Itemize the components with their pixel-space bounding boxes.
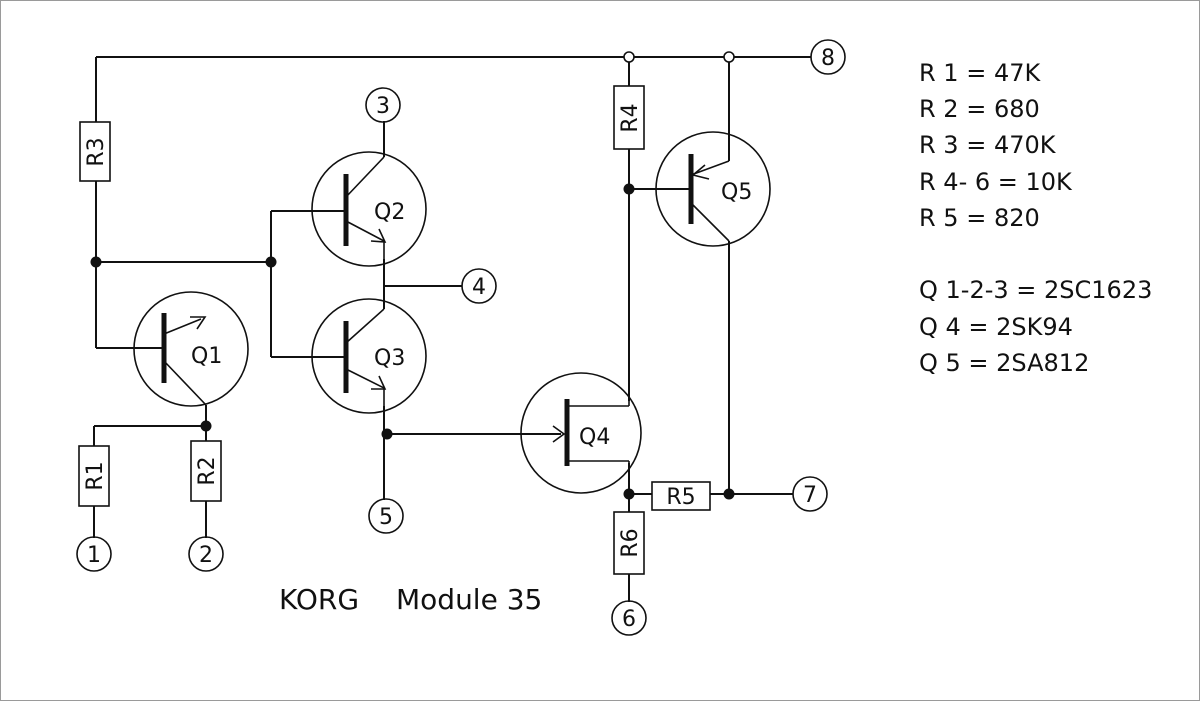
value-line: R 3 = 470K [919, 131, 1057, 159]
junction-dots [90, 183, 735, 500]
terminal-8: 8 [810, 39, 846, 75]
value-line: R 4- 6 = 10K [919, 168, 1073, 196]
transistor-q3: Q3 [311, 298, 427, 414]
value-line: R 1 = 47K [919, 59, 1041, 87]
resistor-label: R5 [666, 485, 695, 510]
terminal-7: 7 [792, 476, 828, 512]
type-line: Q 5 = 2SA812 [919, 349, 1089, 377]
transistor-types: Q 1-2-3 = 2SC1623 Q 4 = 2SK94 Q 5 = 2SA8… [919, 276, 1152, 377]
resistor-r6: R6 [613, 511, 645, 575]
svg-text:4: 4 [472, 275, 486, 300]
resistor-r2: R2 [190, 440, 222, 502]
terminal-6: 6 [611, 600, 647, 636]
resistor-label: R2 [195, 456, 220, 485]
resistor-label: R6 [618, 528, 643, 557]
transistor-q5: Q5 [655, 131, 771, 247]
transistor-label: Q1 [191, 344, 222, 369]
resistor-r5: R5 [651, 481, 711, 511]
rail-tap-r4 [623, 51, 635, 63]
component-values: R 1 = 47K R 2 = 680 R 3 = 470K R 4- 6 = … [919, 59, 1073, 232]
terminal-2: 2 [188, 536, 224, 572]
type-line: Q 1-2-3 = 2SC1623 [919, 276, 1152, 304]
svg-text:2: 2 [199, 543, 213, 568]
svg-text:7: 7 [803, 483, 817, 508]
transistor-q4: Q4 [520, 372, 642, 494]
resistor-r3: R3 [79, 121, 111, 182]
terminal-3: 3 [365, 87, 401, 123]
transistor-label: Q4 [579, 425, 610, 450]
svg-text:8: 8 [821, 46, 835, 71]
resistor-label: R4 [618, 103, 643, 132]
type-line: Q 4 = 2SK94 [919, 313, 1073, 341]
transistor-q1: Q1 [133, 291, 249, 407]
transistor-label: Q2 [374, 200, 405, 225]
terminal-1: 1 [76, 536, 112, 572]
svg-text:3: 3 [376, 94, 390, 119]
svg-text:1: 1 [87, 543, 101, 568]
svg-text:5: 5 [379, 505, 393, 530]
terminal-5: 5 [368, 498, 404, 534]
value-line: R 2 = 680 [919, 95, 1040, 123]
resistor-r4: R4 [613, 85, 645, 150]
resistor-r1: R1 [78, 445, 110, 507]
title-brand: KORG [279, 583, 359, 616]
resistor-label: R1 [83, 461, 108, 490]
transistor-label: Q3 [374, 346, 405, 371]
rail-tap-q5 [723, 51, 735, 63]
svg-text:6: 6 [622, 607, 636, 632]
transistor-label: Q5 [721, 180, 752, 205]
transistor-q2: Q2 [311, 151, 427, 267]
title-module: Module 35 [396, 583, 542, 616]
resistor-label: R3 [84, 137, 109, 166]
terminal-4: 4 [461, 268, 497, 304]
wires [93, 56, 811, 602]
value-line: R 5 = 820 [919, 204, 1040, 232]
